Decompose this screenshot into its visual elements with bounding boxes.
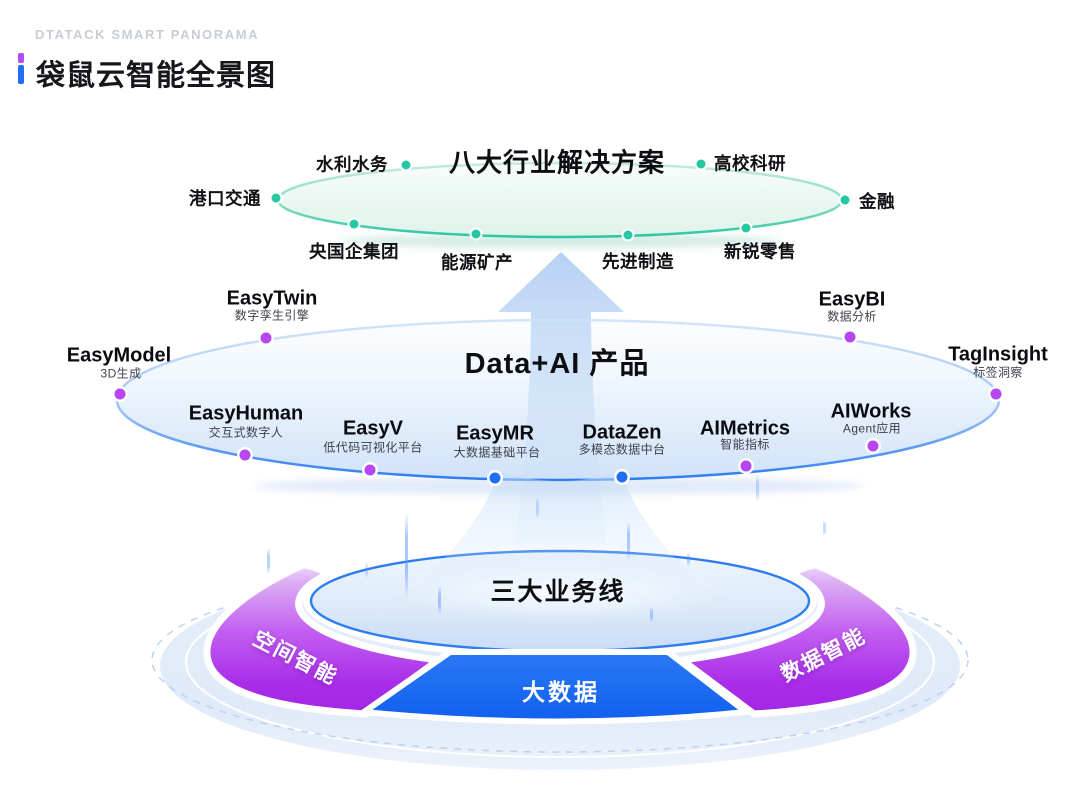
product-desc-aimetrics: 智能指标 xyxy=(720,437,770,452)
product-ring-title: Data+AI 产品 xyxy=(464,348,650,380)
product-name-easybi: EasyBI xyxy=(818,288,886,311)
glow-line xyxy=(650,607,653,622)
product-desc-aiworks: Agent应用 xyxy=(842,421,902,436)
product-name-easytwin: EasyTwin xyxy=(226,287,318,310)
segment-label-bigdata: 大数据 xyxy=(522,679,600,705)
industry-label-gaoxiao: 高校科研 xyxy=(714,153,786,174)
product-name-easyhuman: EasyHuman xyxy=(188,402,304,425)
segment-spatial-shape xyxy=(203,561,442,718)
product-dot-easytwin xyxy=(260,332,272,344)
glow-line xyxy=(627,522,630,560)
glow-line xyxy=(687,552,690,566)
product-desc-taginsight: 标签洞察 xyxy=(973,365,1023,380)
platform-dashed-ring xyxy=(151,567,969,753)
product-dot-easyv xyxy=(364,464,376,476)
business-ring-title: 三大业务线 xyxy=(490,578,626,606)
glow-line xyxy=(365,562,368,578)
industry-dot-yangguoqi xyxy=(349,219,359,229)
glow-line xyxy=(823,520,826,536)
glow-line xyxy=(405,512,408,598)
glow-line xyxy=(438,586,441,614)
industry-dot-nengyuan xyxy=(471,229,481,239)
product-dot-aiworks xyxy=(867,440,879,452)
product-desc-easymodel: 3D生成 xyxy=(100,366,142,381)
title-accent-blue xyxy=(18,65,24,84)
eyebrow-text: DTATACK SMART PANORAMA xyxy=(35,27,260,42)
product-dot-easymr xyxy=(489,472,501,484)
product-name-datazen: DataZen xyxy=(582,421,662,444)
product-dot-taginsight xyxy=(990,388,1002,400)
product-name-aimetrics: AIMetrics xyxy=(699,417,791,440)
product-desc-easytwin: 数字孪生引擎 xyxy=(234,308,310,323)
glow-line xyxy=(267,548,270,574)
product-name-easymodel: EasyModel xyxy=(66,344,172,367)
title-accent-purple xyxy=(18,53,24,63)
product-desc-datazen: 多模态数据中台 xyxy=(578,442,666,457)
industry-dot-gangkou xyxy=(271,193,281,203)
product-dot-datazen xyxy=(616,471,628,483)
product-name-taginsight: TagInsight xyxy=(948,343,1048,366)
product-ellipse-outline xyxy=(115,318,1001,482)
glow-line xyxy=(536,497,539,519)
industry-dot-xianjin xyxy=(623,230,633,240)
industry-dot-jinrong xyxy=(840,195,850,205)
page-title: 袋鼠云智能全景图 xyxy=(36,60,277,92)
product-dot-aimetrics xyxy=(740,460,752,472)
product-dot-easyhuman xyxy=(239,449,251,461)
product-desc-easybi: 数据分析 xyxy=(827,309,877,324)
product-dot-easymodel xyxy=(114,388,126,400)
product-desc-easyv: 低代码可视化平台 xyxy=(323,440,423,455)
industry-label-shuili: 水利水务 xyxy=(316,154,388,175)
light-beam xyxy=(398,472,722,600)
glow-line xyxy=(756,474,759,502)
industry-label-jinrong: 金融 xyxy=(859,191,895,212)
industry-label-xianjin: 先进制造 xyxy=(602,251,674,272)
product-dot-easybi xyxy=(844,331,856,343)
industry-dot-xinrui xyxy=(741,223,751,233)
industry-label-gangkou: 港口交通 xyxy=(189,188,261,209)
industry-ring-title: 八大行业解决方案 xyxy=(448,147,666,178)
product-name-aiworks: AIWorks xyxy=(830,400,912,423)
industry-label-yangguoqi: 央国企集团 xyxy=(309,241,399,262)
product-name-easymr: EasyMR xyxy=(456,422,534,445)
industry-label-nengyuan: 能源矿产 xyxy=(441,252,513,273)
product-desc-easymr: 大数据基础平台 xyxy=(453,445,541,460)
industry-ellipse-shadow xyxy=(338,234,782,248)
segment-dataintel-shape xyxy=(678,561,917,718)
segment-bigdata-shape xyxy=(361,649,749,725)
industry-dot-gaoxiao xyxy=(696,159,706,169)
industry-dot-shuili xyxy=(401,160,411,170)
product-name-easyv: EasyV xyxy=(342,417,404,440)
product-desc-easyhuman: 交互式数字人 xyxy=(208,425,284,440)
industry-label-xinrui: 新锐零售 xyxy=(724,241,796,262)
